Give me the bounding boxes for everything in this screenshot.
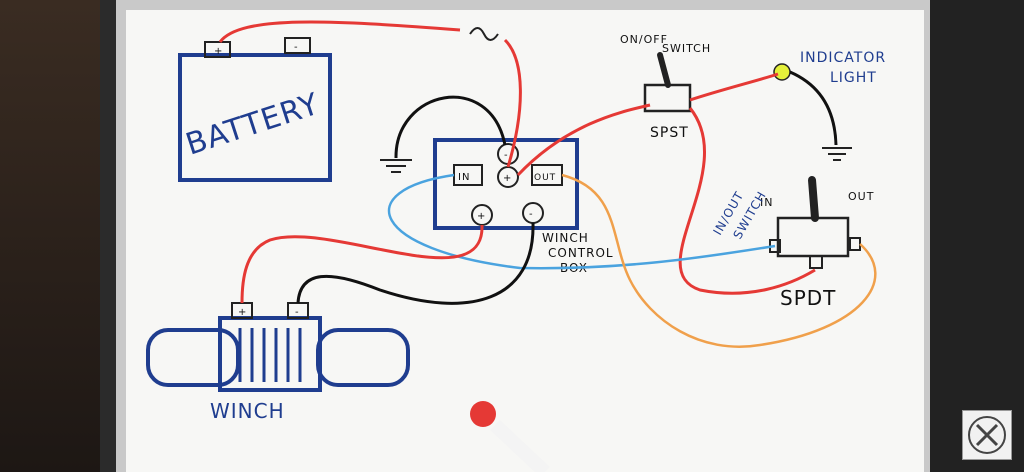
wire-box-winch-neg [296, 222, 535, 305]
winch-left-drum [146, 328, 240, 387]
ground-symbol-icon [822, 147, 852, 161]
winch-label: WINCH [210, 399, 285, 423]
spst-toggle-icon [657, 52, 671, 88]
control-box [433, 138, 579, 230]
background-right [930, 0, 1024, 472]
winch-neg-sign: - [295, 307, 300, 318]
battery-neg-sign: - [294, 42, 299, 53]
indicator-light [773, 63, 791, 81]
winch-motor-fins [238, 328, 302, 382]
wire-light-ground [789, 70, 838, 146]
spdt-toggle-icon [808, 176, 819, 222]
winch-motor [218, 316, 322, 392]
winch-pos-sign: + [238, 307, 247, 318]
onoff-label-1: ON/OFF [620, 33, 668, 46]
whiteboard [126, 10, 924, 472]
box-top-neg-sign: - [504, 150, 509, 161]
spst-label: SPST [650, 125, 689, 141]
marker [470, 401, 550, 472]
spdt-out-label: OUT [848, 190, 874, 203]
box-bottom-neg-sign: - [529, 209, 534, 220]
box-out-label: OUT [534, 173, 556, 183]
onoff-label-2: SWITCH [662, 42, 711, 55]
indicator-label-1: INDICATOR [800, 50, 886, 66]
control-box-label-2: CONTROL [548, 246, 614, 260]
wire-spst-spdt [678, 107, 816, 295]
wire-fuse-box [503, 38, 522, 168]
control-box-label-1: WINCH [542, 231, 589, 245]
spst-switch-body [643, 83, 692, 113]
wire-ground-box [394, 95, 507, 159]
logo-icon [962, 410, 1012, 460]
wire-box-winch-pos [240, 224, 484, 304]
winch-right-drum [316, 328, 410, 387]
indicator-label-2: LIGHT [830, 70, 877, 86]
spdt-label: SPDT [780, 286, 836, 310]
box-bottom-pos-sign: + [477, 211, 486, 222]
spdt-right-terminal [849, 237, 861, 251]
wire-out-spdt [561, 173, 877, 348]
wire-battery-fuse [218, 20, 461, 43]
ground-symbol-icon [380, 159, 412, 173]
box-in-label: IN [458, 172, 470, 183]
fuse-icon [469, 27, 499, 41]
battery-label: BATTERY [182, 87, 324, 163]
wire-box-spst [516, 103, 651, 177]
battery-pos-terminal [204, 41, 231, 58]
wire-in-spdt [388, 173, 776, 270]
battery-pos-sign: + [214, 46, 223, 57]
battery-neg-terminal [284, 37, 311, 54]
battery-box [178, 53, 332, 182]
wire-spst-light [689, 72, 779, 102]
spdt-switch-body [776, 216, 850, 258]
box-top-pos-sign: + [503, 173, 512, 184]
background-shelf [0, 0, 100, 472]
spdt-in-label: IN [760, 196, 773, 209]
spdt-center-terminal [809, 255, 823, 269]
